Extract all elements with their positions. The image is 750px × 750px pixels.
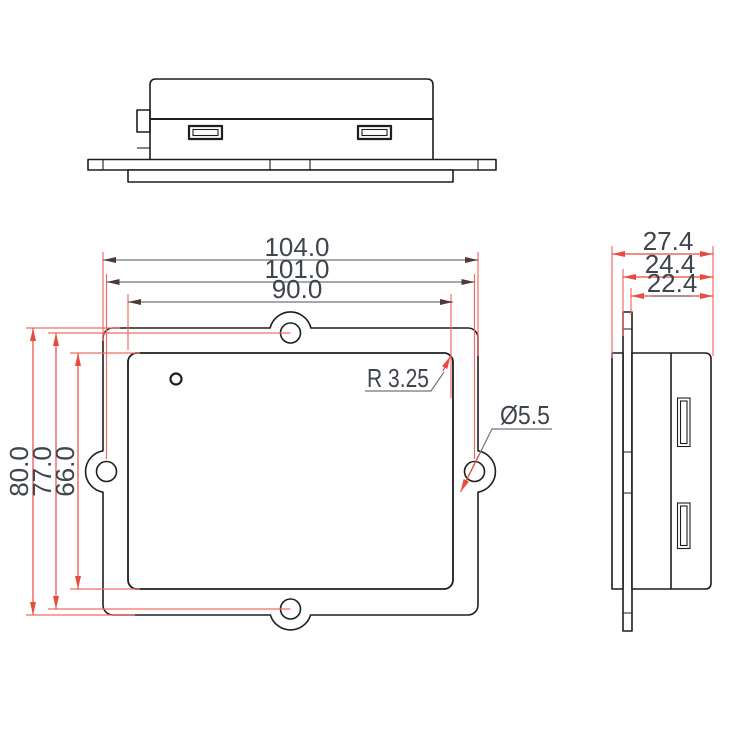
ext-lines-104 — [102, 252, 479, 356]
flange-segment-lines — [102, 159, 479, 170]
flange-strip-lines — [623, 328, 632, 614]
radius-label: R 3.25 — [367, 363, 429, 393]
dim-text-overall-width: 104.0 — [264, 232, 329, 262]
mounting-flange-edge — [87, 158, 497, 171]
vent-slot-left — [187, 124, 224, 141]
slot-side-lower-inner — [679, 505, 688, 547]
radius-leader-arrow — [442, 355, 452, 372]
dim-text-depth-from-flange: 24.4 — [645, 249, 696, 279]
depth-dimensions: 27.4 24.4 22.4 — [611, 226, 714, 358]
dim-text-depth-body: 22.4 — [647, 268, 698, 298]
front-bezel-side — [611, 352, 624, 590]
radius-callout: R 3.25 — [365, 355, 452, 393]
dim-text-depth-overall: 27.4 — [643, 226, 694, 256]
slot-side-upper — [676, 397, 691, 448]
connector-tab — [136, 109, 151, 133]
top-view — [87, 78, 497, 183]
ext-lines-101 — [105, 274, 476, 459]
ext-lines-274 — [611, 246, 714, 358]
display-window — [127, 352, 454, 590]
hole-diameter-callout: Ø5.5 — [459, 400, 552, 493]
vent-slot-right — [356, 124, 393, 141]
dim-text-hole-spacing-height: 77.0 — [27, 446, 57, 497]
slot-side-upper-inner — [679, 400, 688, 445]
diameter-leader-arrow — [459, 454, 480, 493]
side-view — [611, 311, 712, 632]
slot-side-lower — [676, 502, 691, 550]
radius-leader-line — [365, 371, 445, 392]
height-dimensions: 80.0 77.0 66.0 — [4, 327, 291, 616]
width-dimensions: 104.0 101.0 90.0 — [102, 232, 479, 459]
vent-slot-right-inner — [361, 128, 388, 137]
mounting-hole-right — [463, 460, 486, 483]
dim-text-display-height: 66.0 — [50, 446, 80, 497]
front-view — [84, 311, 497, 631]
ext-lines-77 — [48, 332, 291, 610]
front-bezel-edge — [127, 169, 454, 183]
dim-text-display-width: 90.0 — [272, 274, 323, 304]
ext-lines-80 — [26, 327, 135, 616]
ext-lines-66 — [70, 352, 140, 590]
flange-strip — [622, 311, 633, 632]
vent-slot-left-inner — [192, 128, 219, 137]
dim-text-overall-height: 80.0 — [4, 446, 34, 497]
mounting-hole-left — [95, 460, 118, 483]
indicator-hole — [169, 372, 183, 386]
hole-diameter-label: Ø5.5 — [500, 400, 550, 430]
dim-text-hole-spacing-width: 101.0 — [264, 254, 329, 284]
flange-outline-with-ears — [84, 311, 497, 631]
